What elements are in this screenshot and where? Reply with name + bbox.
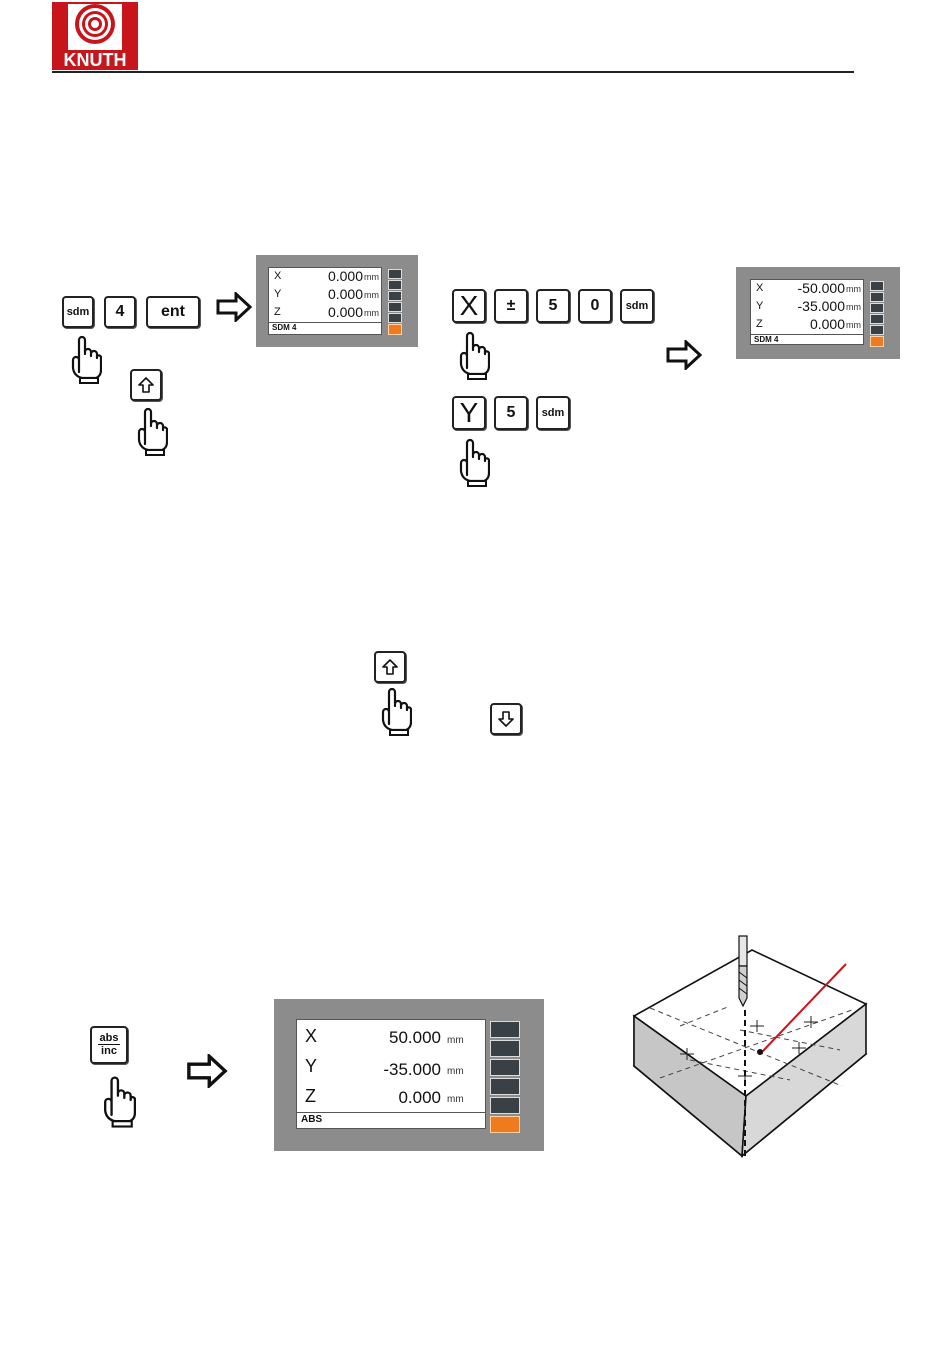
sdm-key[interactable]: sdm	[620, 289, 654, 323]
hand-pointer-icon	[102, 1072, 136, 1130]
axis-label-z: Z	[274, 306, 281, 318]
drill-bit-icon	[739, 936, 747, 1006]
softkey-4[interactable]	[388, 302, 402, 312]
shift-up-icon	[137, 376, 155, 394]
z-value: 0.000	[299, 304, 363, 320]
right-arrow-icon	[216, 292, 252, 322]
softkey-4[interactable]	[870, 314, 884, 324]
z-value: 0.000	[775, 316, 845, 332]
hand-pointer-icon	[380, 686, 412, 736]
x-unit: mm	[846, 284, 861, 294]
softkey-5[interactable]	[870, 325, 884, 335]
softkey-4[interactable]	[490, 1078, 520, 1095]
four-key[interactable]: 4	[104, 296, 136, 328]
zero-key[interactable]: 0	[578, 289, 612, 323]
z-unit: mm	[364, 308, 379, 318]
x-value: 0.000	[299, 268, 363, 284]
y-unit: mm	[364, 290, 379, 300]
shift-up-key[interactable]	[374, 651, 406, 683]
axis-label-y: Y	[756, 300, 763, 312]
dro-screen: X 50.000 mm Y -35.000 mm Z 0.000 mm ABS	[296, 1019, 486, 1129]
knuth-logo: KNUTH	[52, 2, 138, 70]
softkey-3[interactable]	[490, 1059, 520, 1076]
ent-key[interactable]: ent	[146, 296, 200, 328]
y-unit: mm	[447, 1066, 464, 1077]
dro-screen: X 0.000 mm Y 0.000 mm Z 0.000 mm SDM 4	[268, 267, 382, 335]
header-rule	[52, 71, 854, 73]
softkey-orange[interactable]	[490, 1116, 520, 1133]
softkey-5[interactable]	[388, 313, 402, 323]
softkey-1[interactable]	[388, 269, 402, 279]
logo-text: KNUTH	[52, 50, 138, 70]
z-unit: mm	[846, 320, 861, 330]
shift-down-icon	[497, 710, 515, 728]
softkey-2[interactable]	[490, 1040, 520, 1057]
mode-label: SDM 4	[754, 335, 778, 344]
five-key[interactable]: 5	[536, 289, 570, 323]
softkey-2[interactable]	[388, 280, 402, 290]
x-unit: mm	[364, 272, 379, 282]
softkey-3[interactable]	[388, 291, 402, 301]
softkey-orange[interactable]	[870, 336, 884, 347]
axis-label-x: X	[305, 1026, 317, 1047]
y-value: 0.000	[299, 286, 363, 302]
softkey-5[interactable]	[490, 1097, 520, 1114]
softkey-3[interactable]	[870, 303, 884, 313]
mode-label: ABS	[301, 1114, 322, 1125]
x-axis-key[interactable]: X	[452, 289, 486, 323]
shift-up-key[interactable]	[130, 369, 162, 401]
z-value: 0.000	[337, 1088, 441, 1108]
softkey-1[interactable]	[870, 281, 884, 291]
target-point	[757, 1049, 763, 1055]
x-unit: mm	[447, 1035, 464, 1046]
hand-pointer-icon	[458, 437, 490, 487]
y-unit: mm	[846, 302, 861, 312]
plus-minus-key[interactable]: ±	[494, 289, 528, 323]
x-value: 50.000	[337, 1028, 441, 1048]
axis-label-z: Z	[305, 1086, 316, 1107]
shift-up-icon	[381, 658, 399, 676]
z-unit: mm	[447, 1094, 464, 1105]
workpiece-drill-illustration	[620, 930, 880, 1162]
mode-label: SDM 4	[272, 323, 296, 332]
softkey-1[interactable]	[490, 1021, 520, 1038]
axis-label-x: X	[756, 282, 763, 294]
y-value: -35.000	[775, 298, 845, 314]
hand-pointer-icon	[458, 330, 490, 380]
mode-separator	[297, 1112, 485, 1113]
y-value: -35.000	[337, 1060, 441, 1080]
shift-down-key[interactable]	[490, 703, 522, 735]
axis-label-y: Y	[305, 1056, 317, 1077]
dro-display-3: X 50.000 mm Y -35.000 mm Z 0.000 mm ABS	[274, 999, 544, 1151]
right-arrow-icon	[666, 340, 702, 370]
dro-screen: X -50.000 mm Y -35.000 mm Z 0.000 mm SDM…	[750, 279, 864, 345]
softkey-orange[interactable]	[388, 324, 402, 335]
softkey-2[interactable]	[870, 292, 884, 302]
hand-pointer-icon	[70, 334, 102, 384]
abs-label: abs	[98, 1032, 121, 1045]
right-arrow-icon	[186, 1054, 228, 1088]
dro-display-2: X -50.000 mm Y -35.000 mm Z 0.000 mm SDM…	[736, 267, 900, 359]
dro-display-1: X 0.000 mm Y 0.000 mm Z 0.000 mm SDM 4	[256, 255, 418, 347]
hand-pointer-icon	[136, 406, 168, 456]
axis-label-x: X	[274, 270, 281, 282]
axis-label-y: Y	[274, 288, 281, 300]
inc-label: inc	[101, 1045, 117, 1058]
axis-label-z: Z	[756, 318, 763, 330]
abs-inc-key[interactable]: abs inc	[90, 1026, 128, 1064]
sdm-key[interactable]: sdm	[536, 396, 570, 430]
sdm-key[interactable]: sdm	[62, 296, 94, 328]
y-axis-key[interactable]: Y	[452, 396, 486, 430]
five-key[interactable]: 5	[494, 396, 528, 430]
x-value: -50.000	[775, 280, 845, 296]
